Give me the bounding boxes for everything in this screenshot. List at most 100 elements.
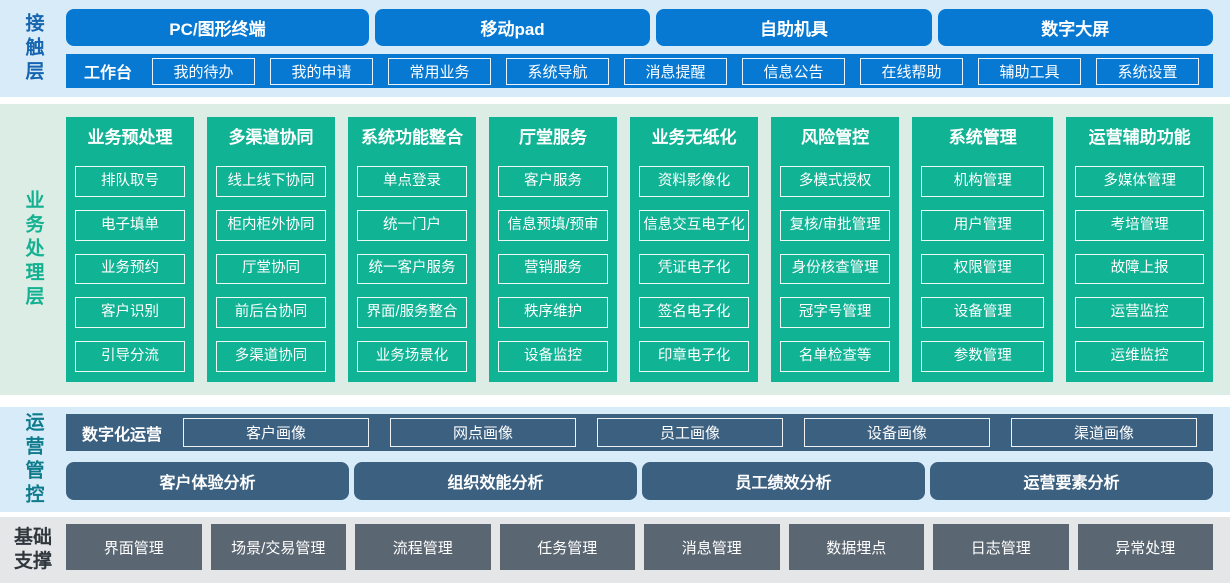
base-node-log-mgmt: 日志管理 — [933, 524, 1069, 570]
profile-node-branch: 网点画像 — [390, 418, 577, 447]
business-node: 考培管理 — [1075, 209, 1205, 241]
channel-node-pad: 移动pad — [374, 9, 651, 46]
business-group-risk: 风险管控 多模式授权 复核/审批管理 身份核查管理 冠字号管理 名单检查等 — [771, 117, 900, 382]
layer-contact-label-text: 接触层 — [22, 12, 44, 85]
layer-base-content: 界面管理 场景/交易管理 流程管理 任务管理 消息管理 数据埋点 日志管理 异常… — [66, 517, 1213, 583]
digital-operation-bar: 数字化运营 客户画像 网点画像 员工画像 设备画像 渠道画像 — [66, 414, 1213, 451]
analysis-node-employee-performance: 员工绩效分析 — [642, 462, 925, 500]
business-node: 设备管理 — [921, 297, 1045, 329]
business-node: 排队取号 — [75, 166, 186, 197]
layer-base-label: 基础支撑 — [0, 517, 66, 583]
business-node: 故障上报 — [1075, 253, 1205, 285]
business-node: 冠字号管理 — [780, 297, 891, 329]
business-node: 柜内柜外协同 — [216, 209, 327, 241]
business-node: 营销服务 — [498, 253, 609, 285]
business-node: 机构管理 — [921, 166, 1045, 197]
business-group-integration: 系统功能整合 单点登录 统一门户 统一客户服务 界面/服务整合 业务场景化 — [348, 117, 477, 382]
layer-operations-content: 数字化运营 客户画像 网点画像 员工画像 设备画像 渠道画像 客户体验分析 组织… — [66, 407, 1213, 512]
business-group-hall-service: 厅堂服务 客户服务 信息预填/预审 营销服务 秩序维护 设备监控 — [489, 117, 618, 382]
base-node-data-tracking: 数据埋点 — [788, 524, 924, 570]
business-group-title: 业务无纸化 — [651, 128, 737, 147]
business-node: 凭证电子化 — [639, 253, 750, 285]
business-node: 电子填单 — [75, 209, 186, 241]
business-group-title: 系统功能整合 — [361, 128, 464, 147]
business-group-title: 系统管理 — [948, 128, 1017, 147]
analysis-node-ops-elements: 运营要素分析 — [930, 462, 1213, 500]
layer-business-label-text: 业务处理层 — [22, 189, 44, 310]
business-node: 运营监控 — [1075, 297, 1205, 329]
business-group-ops-aux: 运营辅助功能 多媒体管理 考培管理 故障上报 运营监控 运维监控 — [1066, 117, 1214, 382]
layer-business: 业务处理层 业务预处理 排队取号 电子填单 业务预约 客户识别 引导分流 多渠道… — [0, 104, 1230, 395]
business-node: 统一客户服务 — [357, 253, 468, 285]
business-group-title: 多渠道协同 — [228, 128, 314, 147]
layer-base-label-text: 基础支撑 — [13, 527, 52, 572]
workbench-node-notifications: 消息提醒 — [624, 57, 728, 85]
business-node: 用户管理 — [921, 209, 1045, 241]
business-node: 权限管理 — [921, 253, 1045, 285]
business-node: 设备监控 — [498, 341, 609, 372]
layer-contact-content: PC/图形终端 移动pad 自助机具 数字大屏 工作台 我的待办 我的申请 常用… — [66, 0, 1213, 97]
analysis-node-customer-experience: 客户体验分析 — [66, 462, 349, 500]
business-node: 秩序维护 — [498, 297, 609, 329]
base-node-message-mgmt: 消息管理 — [644, 524, 780, 570]
business-node: 信息预填/预审 — [498, 209, 609, 241]
base-node-exception-handling: 异常处理 — [1077, 524, 1213, 570]
business-group-multichannel: 多渠道协同 线上线下协同 柜内柜外协同 厅堂协同 前后台协同 多渠道协同 — [207, 117, 336, 382]
business-group-paperless: 业务无纸化 资料影像化 信息交互电子化 凭证电子化 签名电子化 印章电子化 — [630, 117, 759, 382]
channel-node-pc: PC/图形终端 — [66, 9, 369, 46]
workbench-label: 工作台 — [84, 65, 133, 82]
business-node: 名单检查等 — [780, 341, 891, 372]
workbench-node-applications: 我的申请 — [270, 57, 374, 85]
base-node-task-mgmt: 任务管理 — [499, 524, 635, 570]
business-node: 前后台协同 — [216, 297, 327, 329]
business-node: 界面/服务整合 — [357, 297, 468, 329]
business-node: 复核/审批管理 — [780, 209, 891, 241]
workbench-node-navigation: 系统导航 — [506, 57, 610, 85]
business-node: 客户服务 — [498, 166, 609, 197]
workbench-node-todo: 我的待办 — [152, 57, 256, 85]
business-node: 多媒体管理 — [1075, 166, 1205, 197]
business-node: 参数管理 — [921, 341, 1045, 372]
profile-node-channel: 渠道画像 — [1011, 418, 1198, 447]
base-node-ui-mgmt: 界面管理 — [66, 524, 202, 570]
business-group-system-mgmt: 系统管理 机构管理 用户管理 权限管理 设备管理 参数管理 — [912, 117, 1054, 382]
profile-node-employee: 员工画像 — [597, 418, 784, 447]
business-node: 厅堂协同 — [216, 253, 327, 285]
business-group-preprocessing: 业务预处理 排队取号 电子填单 业务预约 客户识别 引导分流 — [66, 117, 195, 382]
business-columns: 业务预处理 排队取号 电子填单 业务预约 客户识别 引导分流 多渠道协同 线上线… — [66, 104, 1214, 395]
layer-contact: 接触层 PC/图形终端 移动pad 自助机具 数字大屏 工作台 我的待办 我的申… — [0, 0, 1230, 97]
analysis-row: 客户体验分析 组织效能分析 员工绩效分析 运营要素分析 — [66, 462, 1213, 500]
business-node: 信息交互电子化 — [639, 209, 750, 241]
workbench-node-announcements: 信息公告 — [742, 57, 846, 85]
business-node: 签名电子化 — [639, 297, 750, 329]
channel-node-bigscreen: 数字大屏 — [937, 9, 1213, 46]
base-node-scene-transaction: 场景/交易管理 — [210, 524, 346, 570]
business-node: 资料影像化 — [639, 166, 750, 197]
profile-node-device: 设备画像 — [804, 418, 991, 447]
layer-contact-label: 接触层 — [0, 0, 66, 97]
channel-row: PC/图形终端 移动pad 自助机具 数字大屏 — [66, 9, 1213, 46]
business-node: 线上线下协同 — [216, 166, 327, 197]
base-node-process-mgmt: 流程管理 — [355, 524, 491, 570]
business-group-title: 厅堂服务 — [519, 128, 588, 147]
business-node: 客户识别 — [75, 297, 186, 329]
business-node: 业务预约 — [75, 253, 186, 285]
workbench-node-tools: 辅助工具 — [978, 57, 1082, 85]
base-row: 界面管理 场景/交易管理 流程管理 任务管理 消息管理 数据埋点 日志管理 异常… — [66, 524, 1213, 570]
business-node: 单点登录 — [357, 166, 468, 197]
business-node: 多模式授权 — [780, 166, 891, 197]
layer-business-label: 业务处理层 — [0, 104, 66, 395]
business-node: 统一门户 — [357, 209, 468, 241]
analysis-node-org-efficiency: 组织效能分析 — [354, 462, 637, 500]
layer-operations: 运营管控 数字化运营 客户画像 网点画像 员工画像 设备画像 渠道画像 客户体验… — [0, 407, 1230, 512]
business-group-title: 风险管控 — [801, 128, 870, 147]
business-node: 身份核查管理 — [780, 253, 891, 285]
business-group-title: 业务预处理 — [87, 128, 173, 147]
channel-node-selfservice: 自助机具 — [656, 9, 932, 46]
business-group-title: 运营辅助功能 — [1088, 128, 1191, 147]
digital-operation-label: 数字化运营 — [82, 426, 163, 444]
workbench-node-frequent: 常用业务 — [388, 57, 492, 85]
business-node: 引导分流 — [75, 341, 186, 372]
business-node: 多渠道协同 — [216, 341, 327, 372]
